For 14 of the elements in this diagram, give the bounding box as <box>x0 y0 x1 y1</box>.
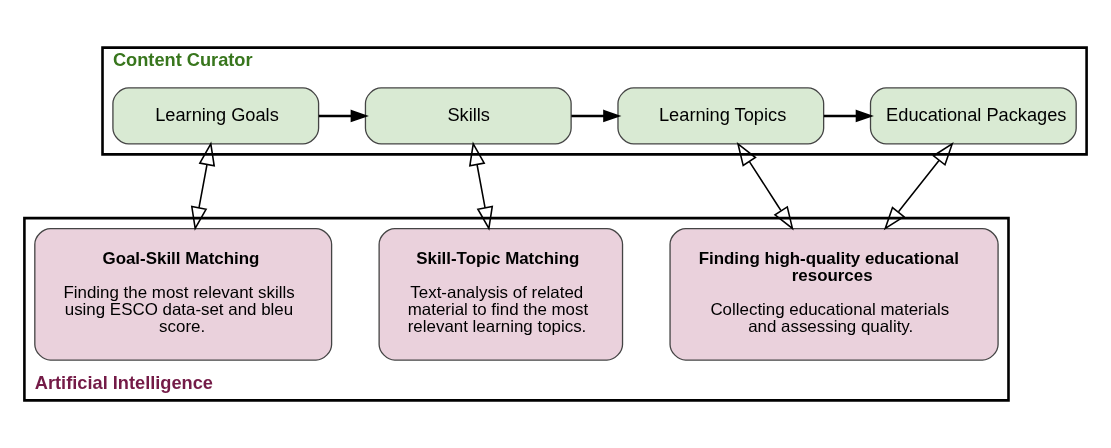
arrow <box>883 142 954 231</box>
node-box: Learning Topics <box>617 87 825 145</box>
node-box: Learning Goals <box>112 87 320 145</box>
node-box: Skills <box>364 87 572 145</box>
arrow <box>823 109 874 123</box>
arrow <box>571 109 622 123</box>
arrow <box>468 141 494 231</box>
node-box: Goal-Skill Matching Finding the most relevant skills using ESCO data-set and bleu score. <box>34 227 333 361</box>
node-box: Skill-Topic Matching Text-analysis of related material to find the most relevant learning topics. <box>378 227 624 361</box>
arrow <box>736 141 794 231</box>
node-box: Finding high-quality educational resources Collecting educational materials and assessing quality. <box>669 227 999 361</box>
arrow <box>190 141 216 231</box>
arrow <box>318 109 369 123</box>
node-box: Educational Packages <box>869 87 1077 145</box>
